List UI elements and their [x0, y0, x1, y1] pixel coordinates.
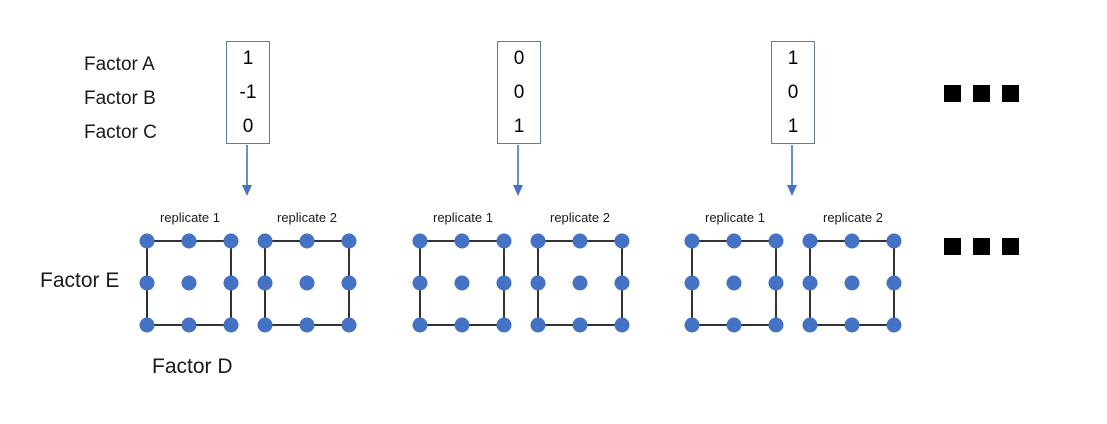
ellipsis-square-icon — [1002, 85, 1019, 102]
replicate-label-group-2-rep-2: replicate 2 — [550, 210, 610, 225]
ellipsis-square-icon — [973, 238, 990, 255]
design-square-group-2-rep-1 — [411, 232, 515, 339]
replicate-label-group-2-rep-1: replicate 1 — [433, 210, 493, 225]
arrow-group-2 — [511, 145, 525, 202]
ellipsis-square-icon — [973, 85, 990, 102]
design-square-group-3-rep-2 — [801, 232, 905, 339]
ellipsis-bottom — [944, 238, 1019, 255]
setting-value-c-group-1: 0 — [242, 115, 254, 137]
setting-box-group-1: 1 -1 0 — [226, 41, 270, 144]
setting-box-group-2: 0 0 1 — [497, 41, 541, 144]
factor-b-label: Factor B — [84, 88, 156, 109]
replicate-label-group-1-rep-2: replicate 2 — [277, 210, 337, 225]
arrow-group-1 — [240, 145, 254, 202]
factor-c-label: Factor C — [84, 122, 157, 143]
setting-value-a-group-3: 1 — [787, 47, 799, 69]
setting-value-c-group-2: 1 — [513, 115, 525, 137]
ellipsis-top — [944, 85, 1019, 102]
factor-abc-label-stack: Factor A Factor B Factor C — [84, 48, 157, 150]
ellipsis-square-icon — [944, 85, 961, 102]
setting-value-a-group-2: 0 — [513, 47, 525, 69]
setting-value-b-group-2: 0 — [513, 81, 525, 103]
design-square-group-2-rep-2 — [529, 232, 633, 339]
setting-box-group-3: 1 0 1 — [771, 41, 815, 144]
setting-value-b-group-1: -1 — [239, 81, 257, 103]
replicate-label-group-3-rep-2: replicate 2 — [823, 210, 883, 225]
axis-label-factor-d: Factor D — [152, 355, 233, 378]
setting-value-b-group-3: 0 — [787, 81, 799, 103]
factor-a-label: Factor A — [84, 54, 155, 75]
ellipsis-square-icon — [1002, 238, 1019, 255]
replicate-label-group-1-rep-1: replicate 1 — [160, 210, 220, 225]
axis-label-factor-e: Factor E — [40, 269, 120, 292]
ellipsis-square-icon — [944, 238, 961, 255]
setting-value-a-group-1: 1 — [242, 47, 254, 69]
replicate-label-group-3-rep-1: replicate 1 — [705, 210, 765, 225]
setting-value-c-group-3: 1 — [787, 115, 799, 137]
design-square-group-1-rep-2 — [256, 232, 360, 339]
design-square-group-1-rep-1 — [138, 232, 242, 339]
design-square-group-3-rep-1 — [683, 232, 787, 339]
arrow-group-3 — [785, 145, 799, 202]
